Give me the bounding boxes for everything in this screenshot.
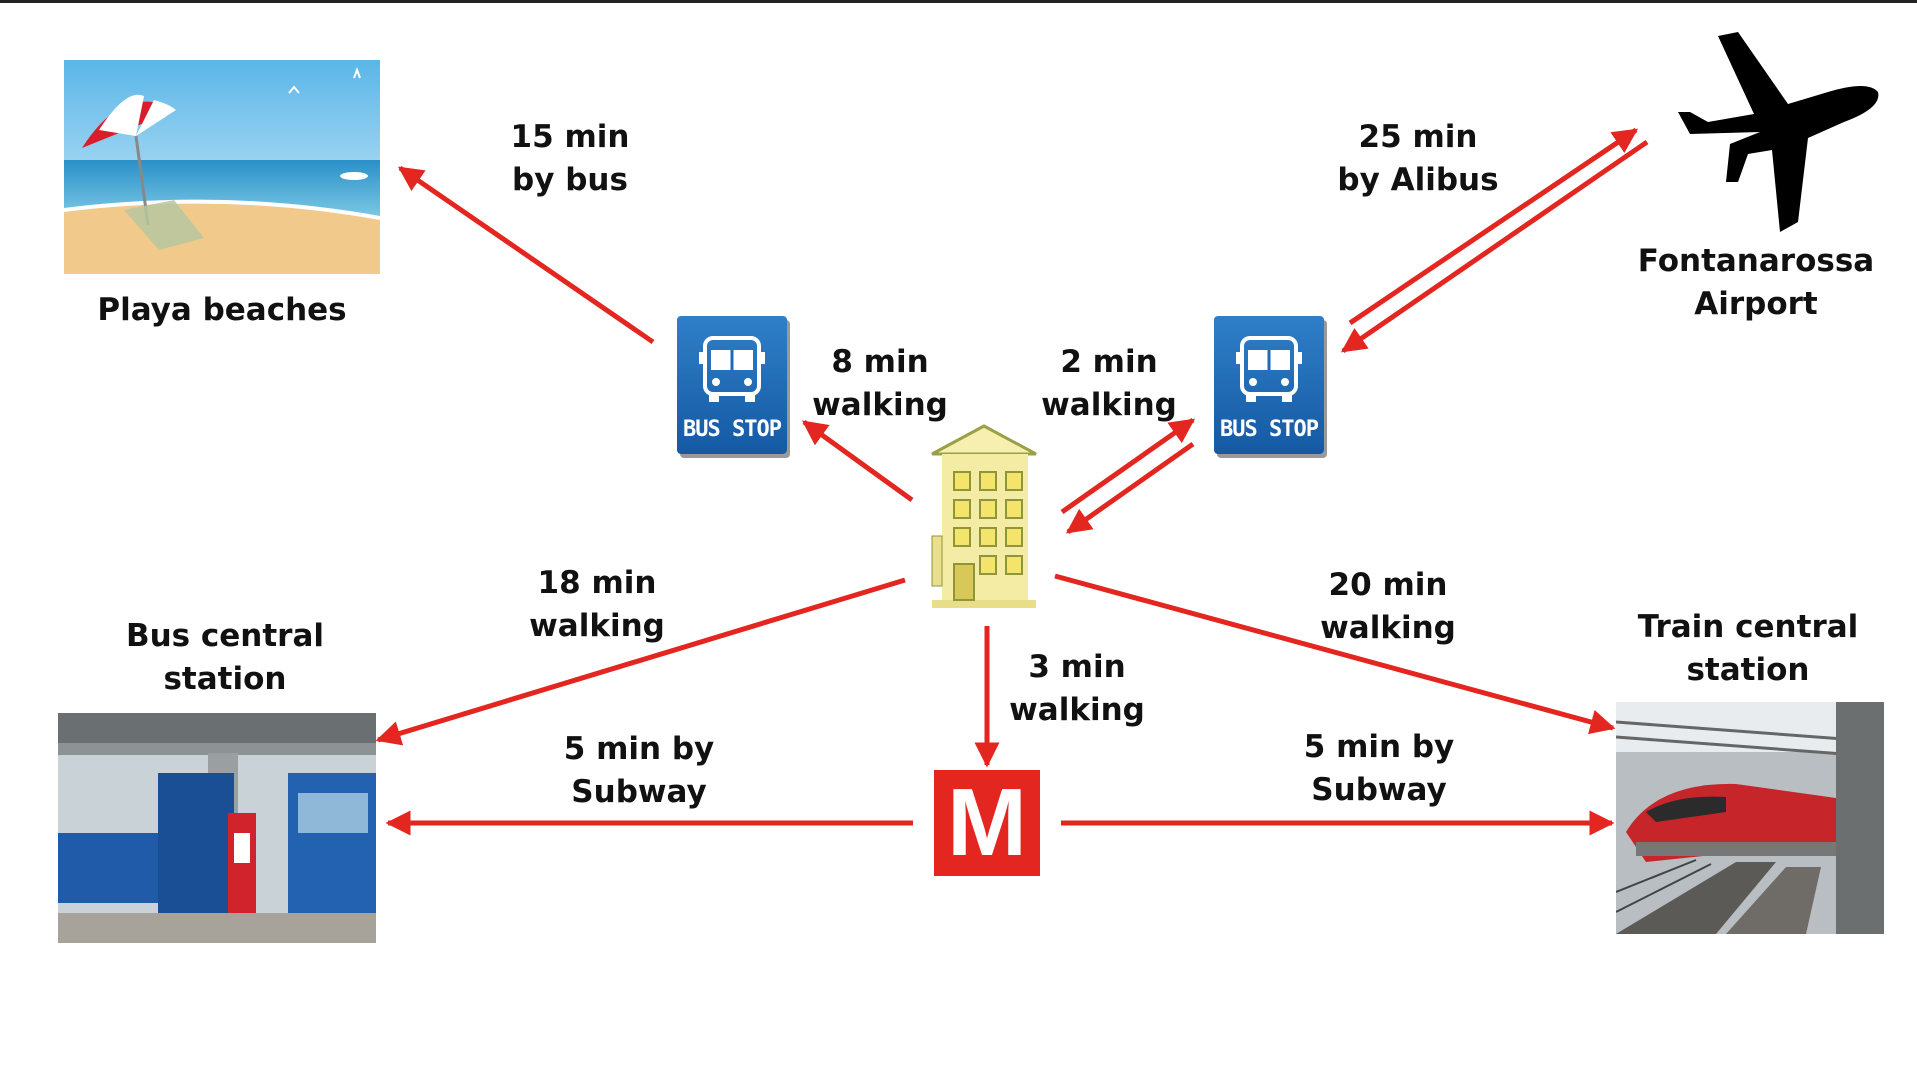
- arrow-to-beach: [397, 165, 655, 345]
- route-label-bus-stop-left: 8 min walking: [780, 341, 980, 427]
- route-label-bus-central-walk-line2: walking: [529, 608, 665, 644]
- airport-label: Fontanarossa Airport: [1606, 240, 1906, 326]
- route-label-airport-line2: by Alibus: [1337, 162, 1499, 198]
- bus-icon: [699, 336, 765, 402]
- route-label-train-central-walk-line1: 20 min: [1328, 567, 1448, 603]
- arrow-to-bus-stop-right: [1060, 417, 1196, 515]
- arrow-from-bus-stop-right: [1065, 441, 1195, 535]
- route-label-subway-right-line1: 5 min by: [1303, 729, 1455, 765]
- route-label-metro-walk-line2: walking: [1009, 692, 1145, 728]
- bus-stop-sign-right: BUS STOP: [1214, 316, 1324, 454]
- route-label-beach-line1: 15 min: [510, 119, 630, 155]
- arrow-to-train-central: [1054, 573, 1616, 735]
- airplane-icon: [1678, 32, 1879, 232]
- route-label-subway-left: 5 min by Subway: [534, 728, 744, 814]
- route-label-bus-central-walk: 18 min walking: [497, 562, 697, 648]
- arrow-to-airport: [1348, 127, 1639, 326]
- route-label-beach-line2: by bus: [512, 162, 628, 198]
- metro-icon: M: [934, 769, 1040, 876]
- bus-central-label: Bus central station: [80, 615, 370, 701]
- train-central-label: Train central station: [1600, 606, 1896, 692]
- hotel-icon: [931, 424, 1037, 608]
- route-label-bus-stop-right: 2 min walking: [1009, 341, 1209, 427]
- route-label-airport-line1: 25 min: [1358, 119, 1478, 155]
- route-label-bus-stop-left-line2: walking: [812, 387, 948, 423]
- route-label-airport: 25 min by Alibus: [1318, 116, 1518, 202]
- train-central-label-line1: Train central: [1637, 609, 1859, 645]
- arrow-from-airport: [1340, 139, 1649, 354]
- route-label-subway-left-line1: 5 min by: [563, 731, 715, 767]
- route-label-metro-walk: 3 min walking: [977, 646, 1177, 732]
- bus-station-photo: [58, 713, 376, 943]
- bus-icon: [1236, 336, 1302, 402]
- bus-stop-label-right: BUS STOP: [1220, 417, 1319, 442]
- route-label-bus-stop-right-line1: 2 min: [1060, 344, 1158, 380]
- bus-stop-label-left: BUS STOP: [683, 417, 782, 442]
- train-photo: [1616, 702, 1884, 934]
- route-label-metro-walk-line1: 3 min: [1028, 649, 1126, 685]
- route-label-train-central-walk-line2: walking: [1320, 610, 1456, 646]
- route-label-bus-central-walk-line1: 18 min: [537, 565, 657, 601]
- bus-central-label-line2: station: [163, 661, 287, 697]
- route-label-beach: 15 min by bus: [470, 116, 670, 202]
- airport-label-line1: Fontanarossa: [1637, 243, 1875, 279]
- top-border: [0, 0, 1917, 3]
- arrow-to-bus-central: [375, 577, 906, 746]
- route-label-subway-right: 5 min by Subway: [1274, 726, 1484, 812]
- airport-label-line2: Airport: [1694, 286, 1818, 322]
- bus-central-label-line1: Bus central: [125, 618, 325, 654]
- route-label-bus-stop-right-line2: walking: [1041, 387, 1177, 423]
- beach-picture: [64, 60, 380, 274]
- train-central-label-line2: station: [1686, 652, 1810, 688]
- bus-stop-sign-left: BUS STOP: [677, 316, 787, 454]
- beach-label: Playa beaches: [97, 292, 347, 328]
- metro-letter: M: [947, 769, 1027, 876]
- route-label-subway-right-line2: Subway: [1311, 772, 1447, 808]
- route-label-train-central-walk: 20 min walking: [1288, 564, 1488, 650]
- beach-umbrella-icon: [64, 60, 380, 274]
- route-label-subway-left-line2: Subway: [571, 774, 707, 810]
- arrow-to-bus-stop-left: [801, 419, 914, 503]
- route-label-bus-stop-left-line1: 8 min: [831, 344, 929, 380]
